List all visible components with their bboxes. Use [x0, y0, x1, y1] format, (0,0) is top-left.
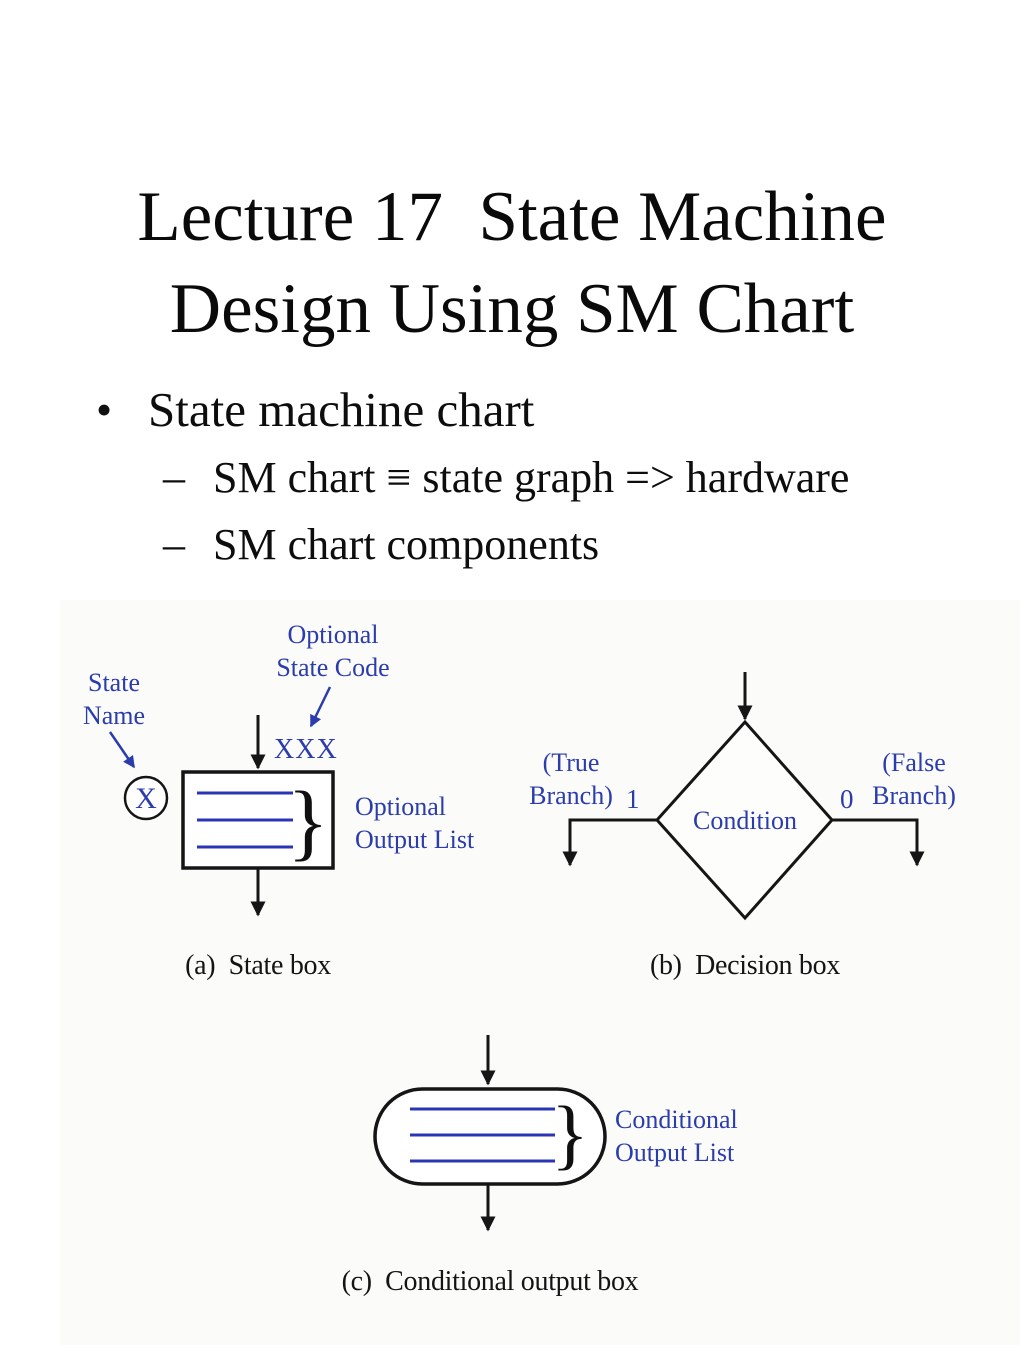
- condition-label: Condition: [692, 806, 797, 835]
- state-name-value: X: [135, 782, 157, 815]
- false-branch-arrow: [832, 818, 925, 867]
- dash-glyph-1: –: [163, 453, 185, 502]
- title-line-2: Design Using SM Chart: [169, 269, 855, 348]
- decision-diamond: [654, 719, 835, 921]
- caption-state-box: (a) State box: [185, 950, 331, 981]
- state-code-annotation-arrow: [309, 686, 332, 728]
- bullet-main-text: State machine chart: [148, 382, 535, 437]
- state-code-value: XXX: [274, 734, 338, 765]
- false-branch-value: 0: [840, 784, 854, 814]
- title-line-1: Lecture 17 State Machine: [137, 177, 887, 256]
- caption-conditional-output-box: (c) Conditional output box: [341, 1266, 639, 1297]
- conditional-list-brace: }: [551, 1090, 589, 1177]
- bullet-glyph: •: [96, 384, 113, 435]
- figure-shapes: [108, 672, 925, 1232]
- caption-decision-box: (b) Decision box: [649, 950, 841, 981]
- bullet-sub-text-2: SM chart components: [213, 520, 600, 569]
- state-name-annotation-arrow: [108, 731, 136, 769]
- bullet-sub-text-1: SM chart ≡ state graph => hardware: [213, 453, 850, 502]
- output-list-brace: }: [287, 773, 329, 869]
- state-name-circle: [123, 775, 169, 821]
- dash-glyph-2: –: [163, 520, 185, 569]
- true-branch-arrow: [562, 818, 657, 867]
- true-branch-value: 1: [626, 784, 640, 814]
